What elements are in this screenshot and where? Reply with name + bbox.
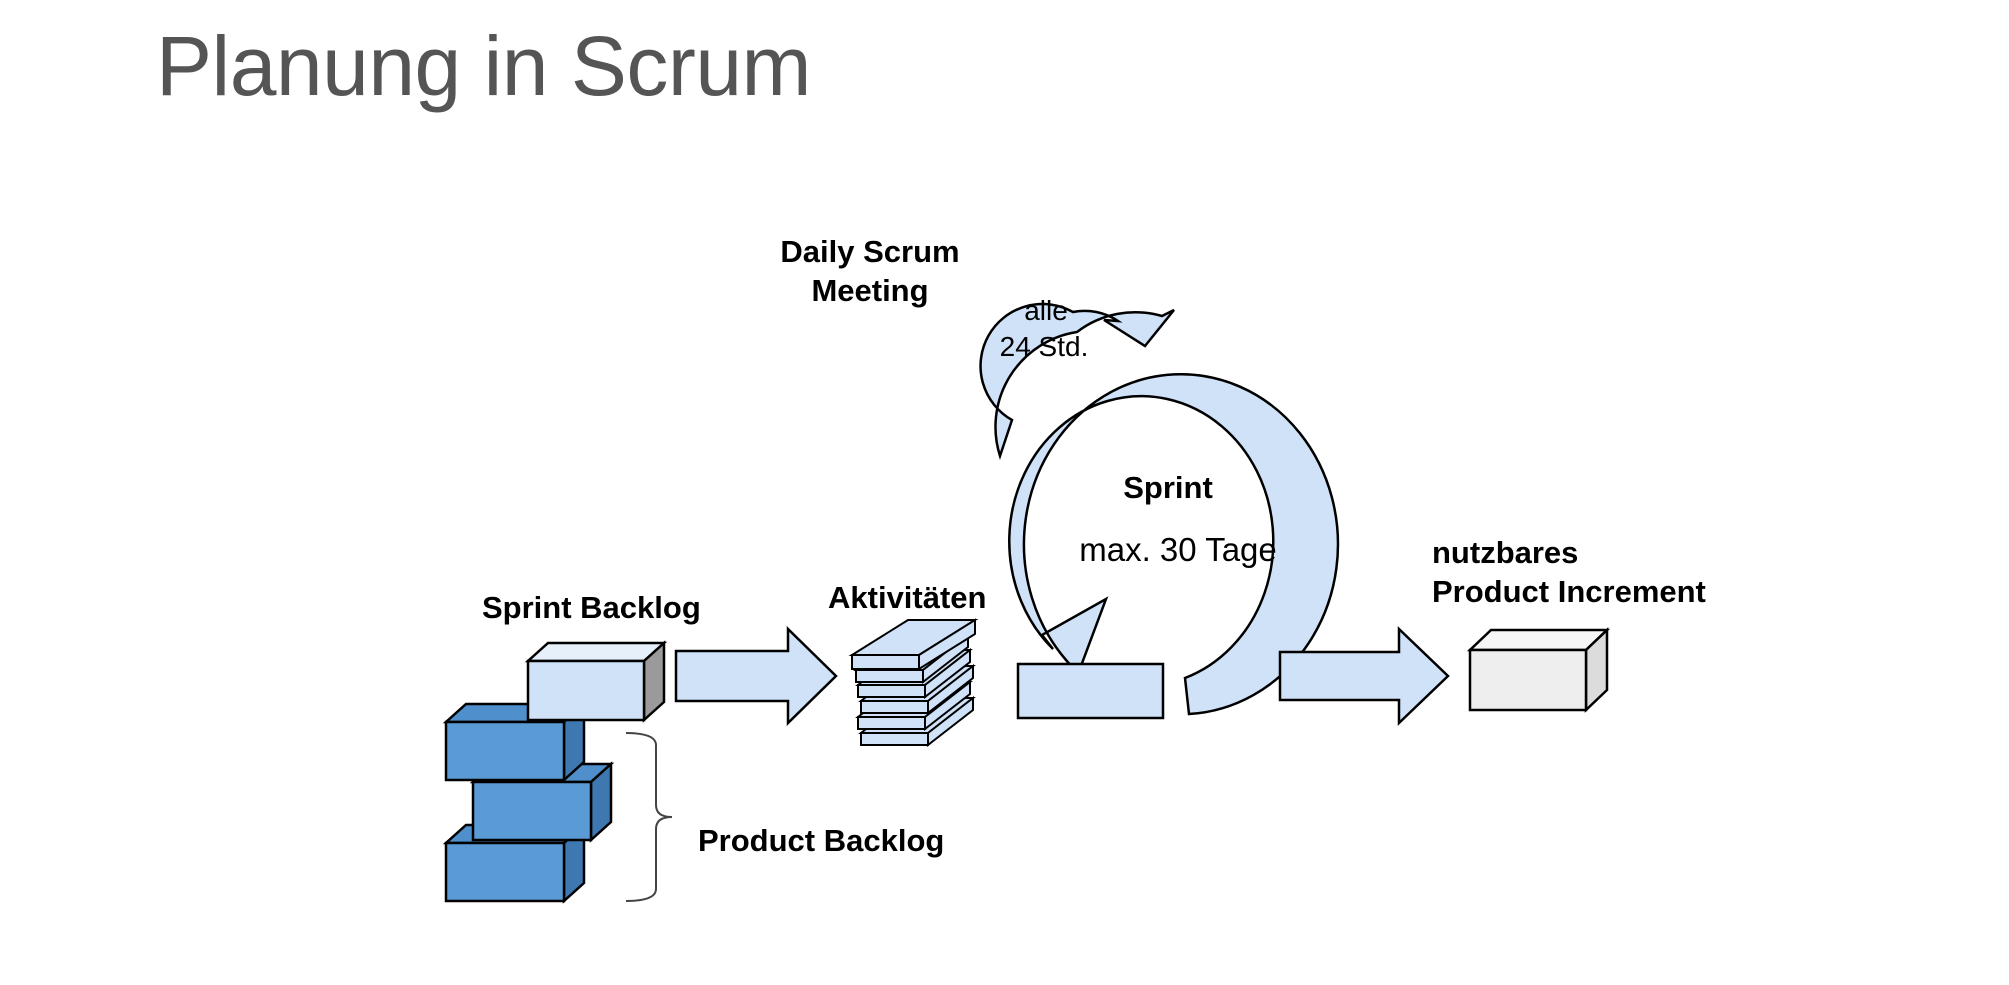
product-backlog-blocks [442, 701, 615, 904]
activities-label: Aktivitäten [828, 580, 986, 615]
interval-label-line1: alle [1024, 295, 1068, 326]
arrow-to-activities [674, 626, 838, 726]
sprint-label: Sprint [1123, 470, 1213, 505]
page-title: Planung in Scrum [156, 19, 812, 113]
daily-scrum-cycle-arrow [979, 302, 1175, 461]
increment-label-line2: Product Increment [1432, 574, 1706, 609]
increment-label-line1: nutzbares [1432, 535, 1578, 570]
sprint-backlog-box [524, 640, 668, 723]
sprint-cycle-arrow [1008, 373, 1340, 716]
sprint-input-bar [1016, 662, 1165, 720]
sprint-backlog-label: Sprint Backlog [482, 590, 701, 625]
product-backlog-label: Product Backlog [698, 823, 944, 858]
daily-scrum-label-line1: Daily Scrum [780, 234, 959, 269]
daily-scrum-label-line2: Meeting [811, 273, 928, 308]
interval-label-line2: 24 Std. [1000, 331, 1089, 362]
activities-stack [848, 618, 979, 748]
product-increment-box [1466, 627, 1611, 713]
sprint-duration-label: max. 30 Tage [1079, 531, 1277, 568]
arrow-to-increment [1278, 626, 1450, 726]
product-backlog-brace [625, 732, 673, 902]
